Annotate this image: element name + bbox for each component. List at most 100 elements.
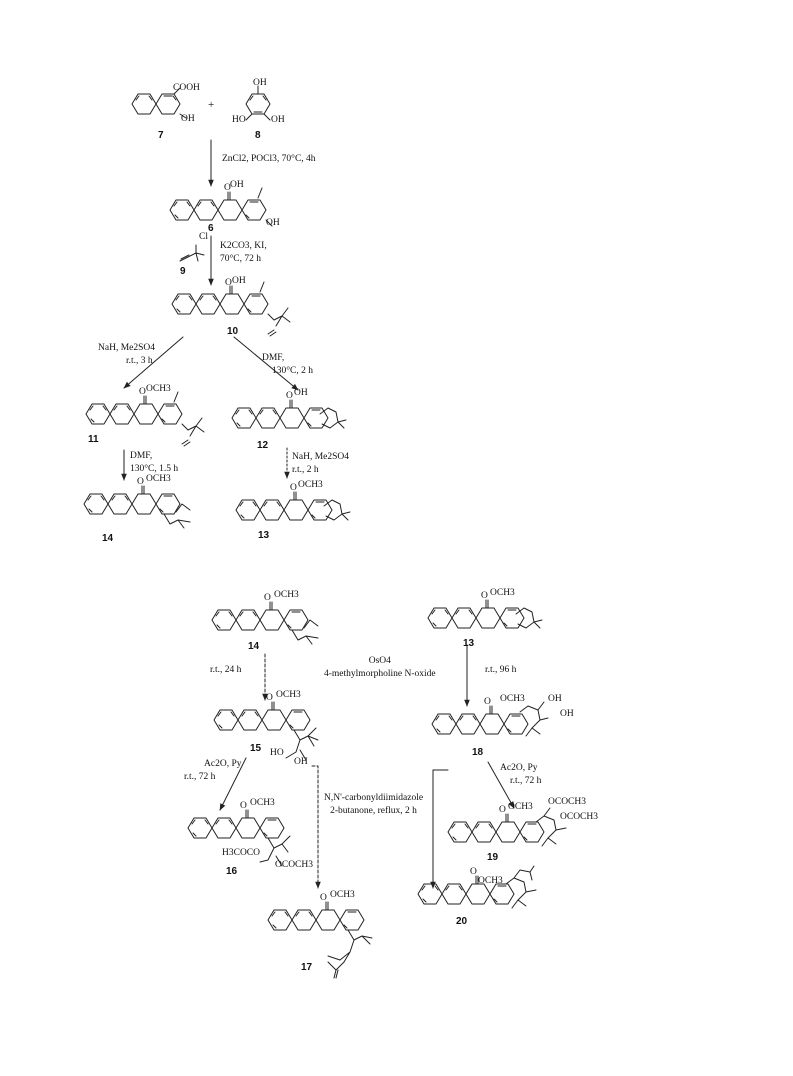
compound-20-number: 20 [456,916,468,927]
compound-11-group-label: O [139,387,146,397]
oxidation-reagent: OsO4 4-methylmorpholine N-oxide [324,655,436,681]
arrow-15-to-17 [311,765,321,889]
compound-18-number: 18 [472,747,484,758]
compound-7-structure [131,87,187,119]
condition-line: DMF, [130,451,153,461]
conditions-13-to-18: r.t., 96 h [485,664,516,677]
plus-sign: + [208,99,215,111]
condition-line: r.t., 2 h [292,464,319,475]
compound-15-number: 15 [250,743,262,754]
compound-6-group-label: OH [266,218,280,228]
condition-line: Ac2O, Py [500,763,538,773]
compound-6-group-label: O [224,183,231,193]
arrow-10-to-12 [233,336,299,391]
condition-line: 70°C, 72 h [220,253,262,264]
compound-16-group-label: H3COCO [222,848,261,858]
condition-line: r.t., 3 h [126,355,153,366]
compound-6-number: 6 [208,223,214,234]
compound-16-group-label: OCOCH3 [275,860,314,870]
conditions-6-to-10: K2CO3, KI, 70°C, 72 h [220,240,267,266]
compound-17-group-label: OCH3 [330,890,355,900]
condition-line: r.t., 72 h [184,771,216,782]
condition-line: Ac2O, Py [204,759,242,769]
compound-14b-number: 14 [248,641,260,652]
condition-line: r.t., 72 h [510,775,542,786]
compound-13-number: 13 [258,530,270,541]
condition-line: r.t., 24 h [210,665,242,675]
conditions-7-8-to-6: ZnCl2, POCl3, 70°C, 4h [222,153,316,166]
compound-7-group-label: OH [181,114,195,124]
compound-7-group-label: COOH [173,83,200,93]
compound-14-group-label: O [137,477,144,487]
compound-13-group-label: O [290,483,297,493]
condition-line: 130°C, 1.5 h [130,463,179,474]
compound-14-group-label: OCH3 [146,474,171,484]
conditions-10-to-12: DMF, 130°C, 2 h [262,352,313,378]
compound-20-group-label: OCH3 [478,876,503,886]
arrow-18-to-20 [430,769,449,889]
condition-line: NaH, Me2SO4 [98,343,155,353]
compound-15-group-label: OH [294,757,308,767]
compound-11-structure [85,395,183,425]
carbonylation-reagent: N,N'-carbonyldiimidazole 2-butanone, ref… [324,792,423,818]
condition-line: ZnCl2, POCl3, 70°C, 4h [222,154,316,164]
compound-14b-group-label: O [264,593,271,603]
conditions-18-to-19: Ac2O, Py r.t., 72 h [500,762,541,788]
compound-19-number: 19 [487,852,499,863]
arrow-18-to-19 [487,761,515,809]
compound-12-group-label: O [286,391,293,401]
compound-14b-group-label: OCH3 [274,590,299,600]
compound-9-number: 9 [180,266,186,277]
conditions-15-to-16: Ac2O, Py r.t., 72 h [184,758,241,784]
compound-17-group-label: O [320,893,327,903]
conditions-10-to-11: NaH, Me2SO4 r.t., 3 h [98,342,155,368]
compound-9-group-label: Cl [199,232,208,242]
compound-18-structure [431,705,529,735]
condition-line: r.t., 96 h [485,665,517,675]
compound-10-number: 10 [227,326,239,337]
compound-12-group-label: OH [294,388,308,398]
compound-6-structure [169,191,267,221]
compound-18-group-label: OCH3 [500,694,525,704]
condition-line: K2CO3, KI, [220,241,267,251]
compound-15-structure [213,701,311,731]
condition-line: DMF, [262,353,285,363]
compound-18-group-label: OH [548,694,562,704]
compound-16-structure [187,809,285,839]
compound-20-group-label: O [470,867,477,877]
compound-17-number: 17 [301,962,313,973]
compound-10-group-label: OH [232,276,246,286]
compound-18-group-label: O [484,697,491,707]
compound-19-structure [447,813,545,843]
condition-line: 130°C, 2 h [272,365,314,376]
compound-18-group-label: OH [560,709,574,719]
compound-15-group-label: OCH3 [276,690,301,700]
compound-8-number: 8 [255,130,261,141]
compound-15-group-label: HO [270,748,284,758]
compound-16-number: 16 [226,866,238,877]
compound-11-number: 11 [88,434,99,445]
arrow-10-to-11 [123,336,184,389]
compound-9-structure [179,244,205,262]
conditions-11-to-14: DMF, 130°C, 1.5 h [130,450,178,476]
conditions-12-to-13: NaH, Me2SO4 r.t., 2 h [292,451,349,477]
compound-8-group-label: OH [271,115,285,125]
compound-14b-structure [211,601,309,631]
compound-13b-structure [427,599,525,629]
compound-12-structure [231,399,329,429]
compound-8-structure [245,85,271,121]
compound-16-group-label: O [240,801,247,811]
compound-8-group-label: OH [253,78,267,88]
compound-10-structure [171,285,269,315]
condition-line: N,N'-carbonyldiimidazole [324,793,424,803]
compound-7-number: 7 [158,130,164,141]
conditions-14-to-15: r.t., 24 h [210,664,241,677]
compound-17-structure [267,901,365,931]
condition-line: 4-methylmorpholine N-oxide [324,668,436,679]
compound-19-group-label: O [499,805,506,815]
compound-19-group-label: OCOCH3 [548,797,587,807]
compound-13-structure [235,491,333,521]
arrow-15-to-16 [219,757,247,811]
compound-8-group-label: HO [232,115,246,125]
